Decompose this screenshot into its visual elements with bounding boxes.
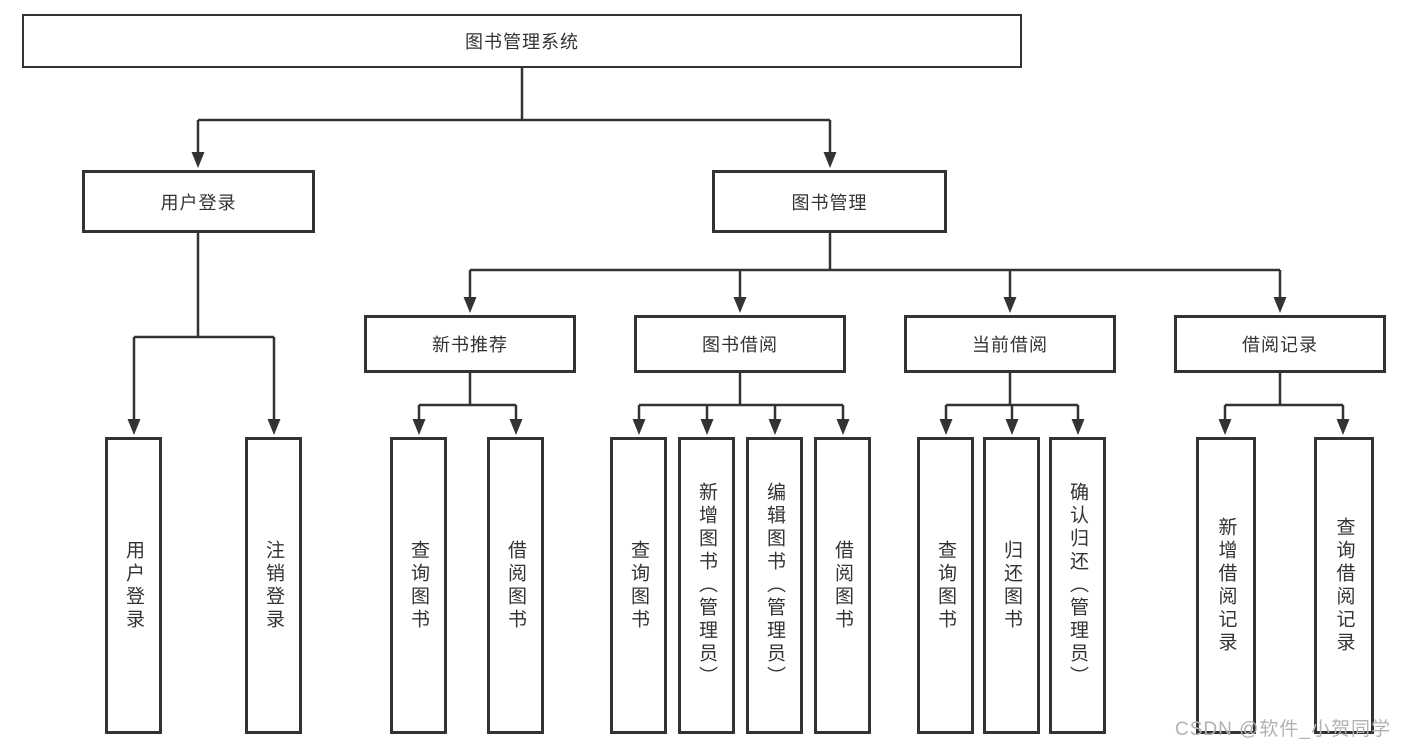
leaf-confirm-return-admin-label: 确认归还（管理员） <box>1067 482 1088 689</box>
node-book-borrow: 图书借阅 <box>634 315 846 373</box>
leaf-query-books-recommend-label: 查询图书 <box>408 539 429 632</box>
leaf-borrow-books-recommend-label: 借阅图书 <box>505 539 526 632</box>
node-book-management: 图书管理 <box>712 170 947 233</box>
leaf-query-borrow-record-label: 查询借阅记录 <box>1333 516 1355 655</box>
leaf-query-books-borrow: 查询图书 <box>610 437 667 734</box>
leaf-add-books-admin-label: 新增图书（管理员） <box>696 482 717 689</box>
leaf-query-books-borrow-label: 查询图书 <box>628 539 649 632</box>
leaf-edit-books-admin: 编辑图书（管理员） <box>746 437 803 734</box>
leaf-add-books-admin: 新增图书（管理员） <box>678 437 735 734</box>
leaf-query-books-current-label: 查询图书 <box>935 539 956 632</box>
leaf-query-borrow-record: 查询借阅记录 <box>1314 437 1374 734</box>
leaf-borrow-books: 借阅图书 <box>814 437 871 734</box>
leaf-add-borrow-record-label: 新增借阅记录 <box>1215 516 1237 655</box>
leaf-return-books-label: 归还图书 <box>1001 539 1022 632</box>
leaf-query-books-current: 查询图书 <box>917 437 974 734</box>
leaf-user-login-label: 用户登录 <box>123 539 144 632</box>
node-library-management-system: 图书管理系统 <box>22 14 1022 68</box>
arrowheads <box>127 152 1350 435</box>
node-borrow-records: 借阅记录 <box>1174 315 1386 373</box>
leaf-logout: 注销登录 <box>245 437 302 734</box>
leaf-edit-books-admin-label: 编辑图书（管理员） <box>764 482 785 689</box>
leaf-logout-label: 注销登录 <box>263 539 284 632</box>
leaf-user-login: 用户登录 <box>105 437 162 734</box>
node-new-book-recommend: 新书推荐 <box>364 315 576 373</box>
leaf-borrow-books-label: 借阅图书 <box>832 539 853 632</box>
leaf-add-borrow-record: 新增借阅记录 <box>1196 437 1256 734</box>
leaf-return-books: 归还图书 <box>983 437 1040 734</box>
csdn-watermark: CSDN @软件_小贺同学 <box>1175 719 1391 740</box>
node-current-borrow: 当前借阅 <box>904 315 1116 373</box>
leaf-borrow-books-recommend: 借阅图书 <box>487 437 544 734</box>
node-user-login: 用户登录 <box>82 170 315 233</box>
tree-edges <box>132 68 1345 420</box>
leaf-query-books-recommend: 查询图书 <box>390 437 447 734</box>
leaf-confirm-return-admin: 确认归还（管理员） <box>1049 437 1106 734</box>
